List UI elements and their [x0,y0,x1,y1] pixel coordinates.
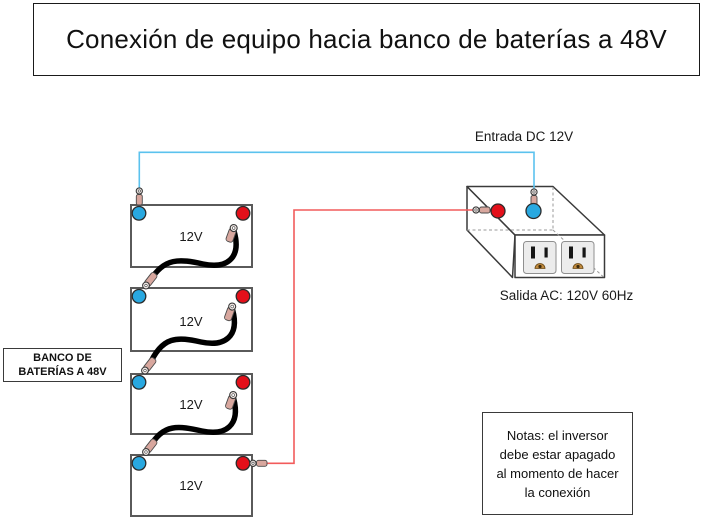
notes-line3: al momento de hacer [496,465,619,481]
jumper-2-upper-ring-lug-icon [224,302,237,322]
battery-4-body [130,454,253,517]
notes-box: Notas: el inversor debe estar apagado al… [482,412,633,515]
battery-2-positive-terminal-icon [235,288,251,304]
battery-1-voltage-label: 12V [179,229,202,244]
battery-3-negative-terminal-icon [131,374,147,390]
battery-bank-label-box: BANCO DE BATERÍAS A 48V [3,348,122,382]
battery-bank-label-line2: BATERÍAS A 48V [18,366,107,378]
notes-line1: Notas: el inversor [506,427,609,443]
jumper-cable-3 [147,395,238,450]
battery-4-positive-terminal-icon [235,455,251,471]
battery-4-voltage-label: 12V [179,478,202,493]
jumper-cable-2 [146,306,237,369]
jumper-1-upper-ring-lug-icon [225,223,238,243]
battery-4-negative-terminal-icon [131,455,147,471]
ac-outlet-2-icon [561,241,595,274]
notes-line2: debe estar apagado [499,446,616,462]
battery-1-negative-terminal-icon [131,205,147,221]
jumper-2-lower-ring-lug-icon [141,357,157,375]
battery-bank-label-line1: BANCO DE [33,352,92,364]
jumper-cable-1 [147,228,239,284]
jumper-3-upper-ring-lug-icon [225,390,238,410]
battery-2-negative-terminal-icon [131,288,147,304]
negative-dc-wire [138,151,535,199]
dc-input-label: Entrada DC 12V [475,129,573,144]
jumper-3-lower-ring-lug-icon [142,438,158,456]
inverter-negative-terminal-icon [525,202,542,220]
positive-wire-inverter-lug-icon [472,206,491,214]
notes-line4: la conexión [524,484,591,500]
battery-2-voltage-label: 12V [179,314,202,329]
inverter-positive-terminal-icon [490,203,506,219]
battery-1-positive-terminal-icon [235,205,251,221]
jumper-1-lower-ring-lug-icon [142,272,158,290]
title-box: Conexión de equipo hacia banco de baterí… [33,3,700,76]
ac-outlet-1-icon [523,241,557,274]
negative-wire-battery-lug-icon [135,187,143,206]
ac-output-label: Salida AC: 120V 60Hz [500,288,634,303]
battery-4: 12V [130,454,253,517]
battery-3-voltage-label: 12V [179,397,202,412]
page-title: Conexión de equipo hacia banco de baterí… [66,24,667,54]
battery-3-positive-terminal-icon [235,374,251,390]
positive-wire-battery-lug-icon [249,459,268,467]
positive-dc-wire [262,209,478,465]
